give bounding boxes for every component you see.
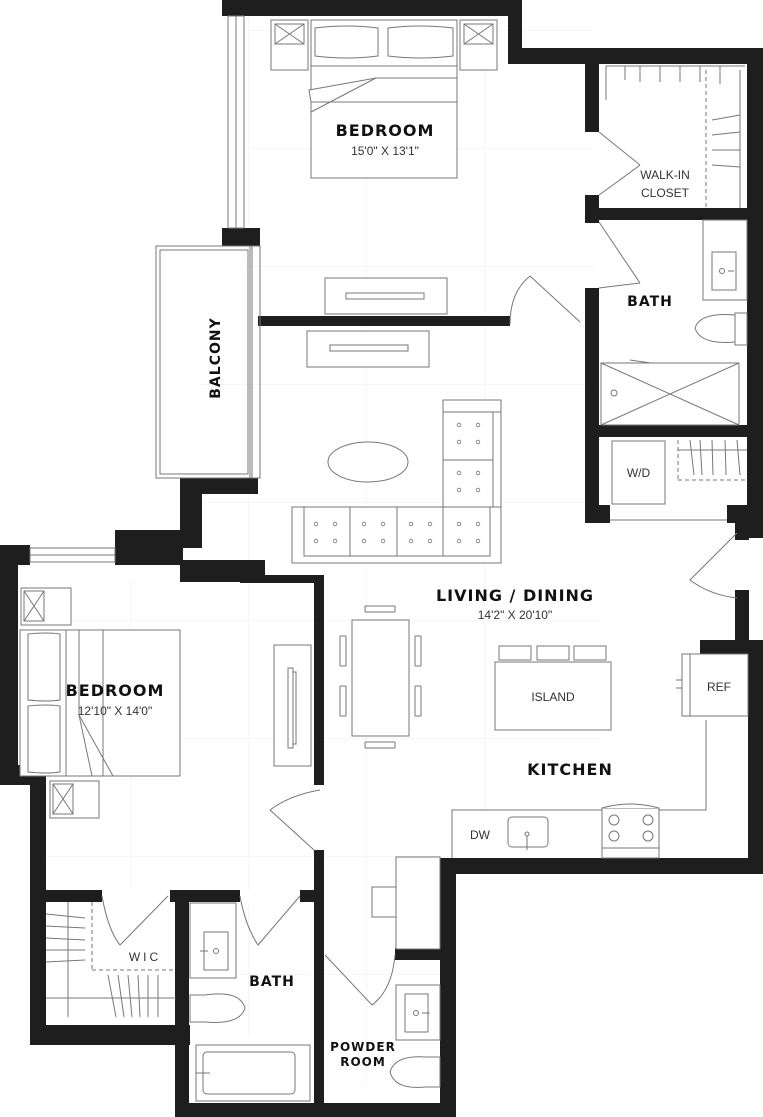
room-dimensions-living-dining: 14'2" X 20'10" bbox=[477, 608, 553, 622]
room-dimensions-bedroom-1: 15'0" X 13'1" bbox=[351, 144, 419, 158]
laundry-fixtures bbox=[610, 439, 747, 521]
dressers bbox=[306, 277, 448, 368]
balcony bbox=[155, 245, 253, 479]
wic-shelves bbox=[45, 902, 176, 1018]
bed-left bbox=[19, 587, 312, 819]
room-label-bedroom-2: BEDROOM bbox=[65, 681, 165, 700]
dining-table bbox=[339, 605, 422, 749]
room-label-walk-in-closet-line1: WALK-IN bbox=[640, 168, 690, 182]
room-label-kitchen: KITCHEN bbox=[527, 760, 613, 779]
room-label-bath-1: BATH bbox=[627, 294, 673, 310]
room-label-laundry: W/D bbox=[626, 466, 651, 480]
room-label-powder-room-line2: ROOM bbox=[340, 1055, 386, 1069]
room-label-wic: WIC bbox=[128, 950, 162, 964]
sofa-buttons bbox=[313, 422, 481, 544]
closet-shelves bbox=[605, 65, 745, 208]
fixture-label-dishwasher: DW bbox=[470, 828, 490, 842]
room-dimensions-bedroom-2: 12'10" X 14'0" bbox=[77, 704, 153, 718]
bath-2-fixtures bbox=[189, 902, 311, 1102]
bath-1-fixtures bbox=[600, 219, 748, 426]
room-label-walk-in-closet-line2: CLOSET bbox=[640, 186, 689, 200]
desk bbox=[371, 856, 441, 950]
bed-top bbox=[270, 19, 498, 179]
room-label-living-dining: LIVING / DINING bbox=[435, 586, 595, 605]
kitchen-fixtures bbox=[451, 645, 749, 859]
powder-fixtures bbox=[389, 984, 441, 1088]
room-label-bath-2: BATH bbox=[249, 974, 295, 990]
room-label-bedroom-1: BEDROOM bbox=[335, 121, 435, 140]
windows bbox=[29, 15, 261, 563]
sofa bbox=[291, 399, 502, 564]
fixture-label-island: ISLAND bbox=[531, 690, 575, 704]
room-label-balcony: BALCONY bbox=[208, 317, 224, 399]
fixture-label-refrigerator: REF bbox=[707, 680, 731, 694]
room-label-powder-room-line1: POWDER bbox=[330, 1040, 396, 1054]
